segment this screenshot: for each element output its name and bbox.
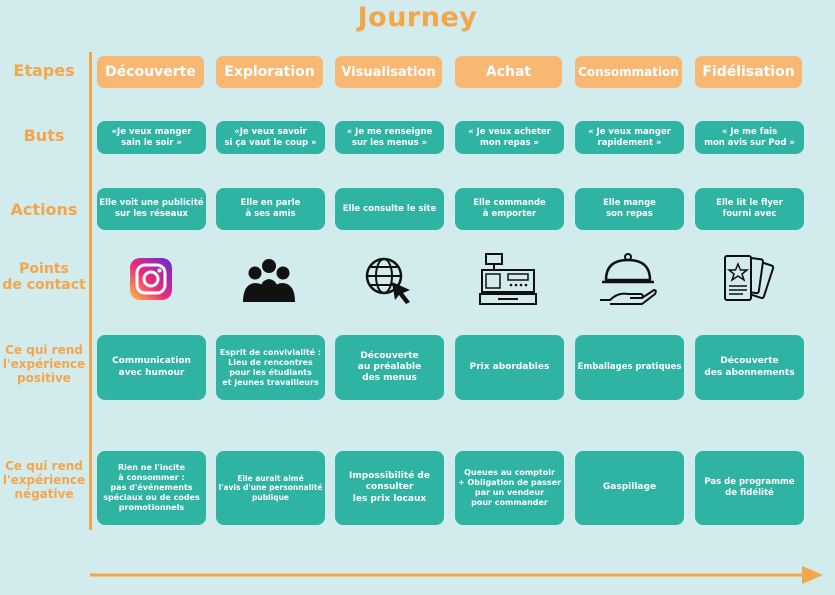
negative-box: Gaspillage <box>575 451 684 525</box>
action-box: Elle mange son repas <box>575 188 684 230</box>
positive-box: Prix abordables <box>455 335 564 400</box>
stage-decouverte: Découverte <box>97 56 204 88</box>
goal-box: «Je veux manger sain le soir » <box>97 121 206 154</box>
timeline-arrow <box>90 566 823 584</box>
positive-box: Découverte des abonnements <box>695 335 804 400</box>
stage-exploration: Exploration <box>216 56 323 88</box>
stage-consommation: Consommation <box>575 56 682 88</box>
people-icon <box>243 259 295 302</box>
stage-achat: Achat <box>455 56 562 88</box>
positive-box: Découverte au préalable des menus <box>335 335 444 400</box>
positive-box: Esprit de convivialité : Lieu de rencont… <box>216 335 325 400</box>
row-label-points-de-contact: Points de contact <box>2 261 86 294</box>
negative-box: Queues au comptoir + Obligation de passe… <box>455 451 564 525</box>
positive-box: Emballages pratiques <box>575 335 684 400</box>
food-tray-icon <box>600 253 657 305</box>
negative-box: Elle aurait aimé l'avis d'une personnali… <box>216 451 325 525</box>
vertical-divider <box>89 52 92 530</box>
row-label-negative: Ce qui rend l'expérience négative <box>2 459 86 501</box>
instagram-icon <box>130 258 172 300</box>
goal-box: « Je me renseigne sur les menus » <box>335 121 444 154</box>
action-box: Elle voit une publicité sur les réseaux <box>97 188 206 230</box>
goal-box: « Je veux acheter mon repas » <box>455 121 564 154</box>
web-icon <box>365 257 410 304</box>
row-label-actions: Actions <box>10 200 78 219</box>
cash-register-icon <box>479 253 537 305</box>
stage-visualisation: Visualisation <box>335 56 442 88</box>
row-label-etapes: Etapes <box>13 61 75 80</box>
goal-box: «Je veux savoir si ça vaut le coup » <box>216 121 325 154</box>
row-label-buts: Buts <box>23 126 65 145</box>
goal-box: « Je veux manger rapidement » <box>575 121 684 154</box>
positive-box: Communication avec humour <box>97 335 206 400</box>
goal-box: « Je me fais mon avis sur Pod » <box>695 121 804 154</box>
page-title: Journey <box>357 2 478 33</box>
negative-box: Impossibilité de consulter les prix loca… <box>335 451 444 525</box>
row-label-positive: Ce qui rend l'expérience positive <box>2 343 86 385</box>
action-box: Elle lit le flyer fourni avec <box>695 188 804 230</box>
action-box: Elle consulte le site <box>335 188 444 230</box>
flyer-icon <box>724 255 775 301</box>
action-box: Elle en parle à ses amis <box>216 188 325 230</box>
stage-fidelisation: Fidélisation <box>695 56 802 88</box>
negative-box: Pas de programme de fidélité <box>695 451 804 525</box>
action-box: Elle commande à emporter <box>455 188 564 230</box>
negative-box: Rien ne l'incite à consommer : pas d'évé… <box>97 451 206 525</box>
